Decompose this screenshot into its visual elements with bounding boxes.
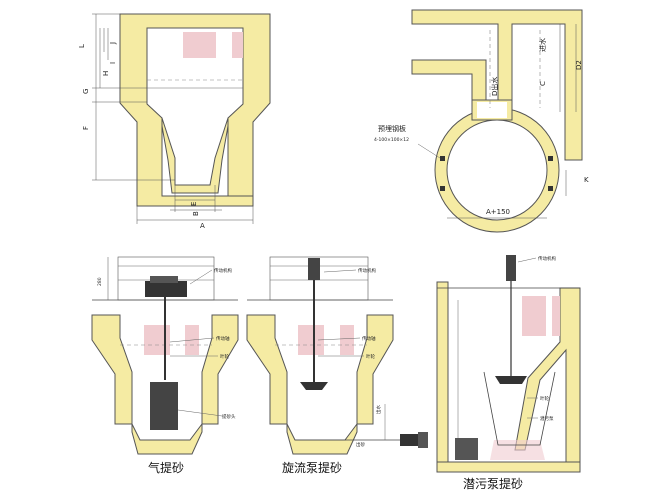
bl-impeller-label: 叶轮 [220, 353, 229, 360]
panel-top-right-plan: 进水 D出水 C D2 K A+150 预埋钢板 4-100×100×12 [374, 9, 589, 233]
bl-drive-label: 传动机构 [214, 267, 232, 274]
tl-dim-J: J [109, 42, 117, 45]
bl-dim-280: 280 [97, 277, 103, 286]
panel-bottom-right-submersible: 传动机构 叶轮 潜污泵 潜污泵提砂 [436, 255, 581, 491]
bl-caption: 气提砂 [148, 460, 184, 475]
tl-dim-H: H [102, 71, 110, 76]
tl-window-left [183, 32, 216, 58]
tl-window-right [232, 32, 243, 58]
bl-head-label: 提砂头 [222, 413, 236, 420]
tr-outlet-label: D出水 [490, 77, 499, 96]
tl-dim-B: B [192, 211, 200, 216]
panel-bottom-mid-vortex: 传动机构 传动轴 叶轮 出砂 出水 旋流泵提砂 [246, 256, 428, 475]
bl-shaft-label: 传动轴 [216, 335, 230, 342]
bm-caption: 旋流泵提砂 [282, 460, 342, 475]
tr-dim-K: K [584, 176, 589, 184]
tr-inlet-channel [411, 9, 583, 161]
tl-hopper-wall [161, 117, 229, 194]
bm-tank-wall [246, 314, 288, 425]
tr-chamber-inner [446, 119, 548, 221]
br-pump-label: 潜污泵 [540, 415, 554, 422]
tr-dim-D2: D2 [575, 60, 583, 70]
panel-bottom-left-airlift: 280 传动机构 传动轴 叶轮 提砂头 气提砂 [91, 256, 239, 475]
tl-tank-wall [119, 13, 271, 207]
tl-dim-A: A [200, 222, 205, 230]
tr-dim-A150: A+150 [486, 208, 510, 216]
br-tank-wall [436, 281, 449, 471]
bm-side-label: 出水 [375, 405, 382, 414]
tl-dim-F: F [82, 126, 90, 130]
tr-plate-spec: 4-100×100×12 [374, 137, 409, 143]
tl-dim-E: E [190, 202, 198, 206]
tl-dim-I: I [109, 62, 117, 64]
bl-tank-wall [91, 314, 133, 425]
tl-dim-L: L [78, 44, 86, 48]
bm-drive-label: 传动机构 [358, 267, 376, 274]
br-caption: 潜污泵提砂 [463, 476, 523, 491]
tr-inlet-label: 进水 [538, 38, 547, 52]
tr-plate-title: 预埋钢板 [378, 124, 406, 133]
bm-out-label: 出砂 [356, 441, 365, 448]
tl-dim-G: G [82, 89, 90, 94]
panel-top-left-section: L J I H G F E B A [78, 13, 271, 230]
bm-shaft-label: 传动轴 [362, 335, 376, 342]
br-drive-label: 传动机构 [538, 255, 556, 262]
tr-dim-C: C [539, 81, 547, 86]
bm-impeller-label: 叶轮 [366, 353, 375, 360]
br-impeller-label: 叶轮 [540, 395, 549, 402]
